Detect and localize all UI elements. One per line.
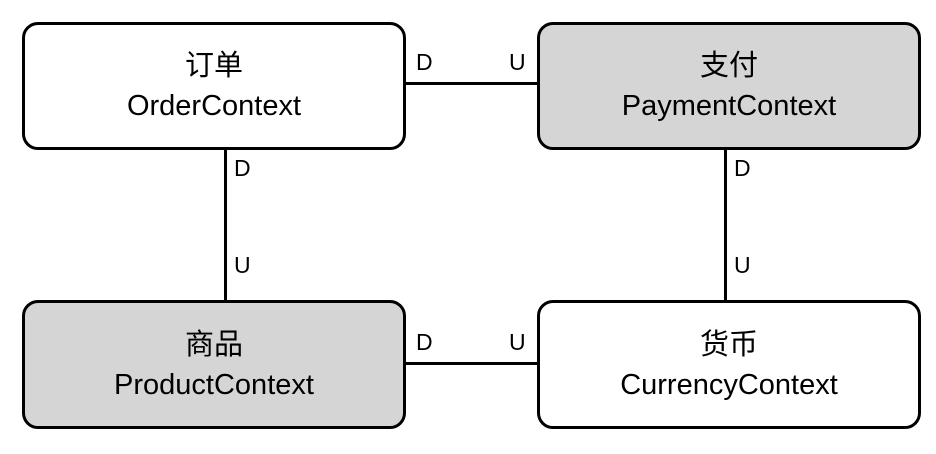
- node-currency-context: 货币 CurrencyContext: [537, 300, 921, 429]
- edge-order-product-label-downstream: D: [234, 155, 251, 181]
- edge-order-payment-line: [406, 82, 537, 85]
- node-product-title-zh: 商品: [184, 328, 243, 361]
- edge-order-payment-label-upstream: U: [509, 49, 526, 75]
- edge-order-payment-label-downstream: D: [416, 49, 433, 75]
- node-payment-title-zh: 支付: [699, 50, 758, 82]
- edge-product-currency-label-downstream: D: [416, 329, 433, 355]
- edge-order-product-label-upstream: U: [234, 252, 251, 278]
- node-payment-context: 支付 PaymentContext: [537, 22, 921, 150]
- edge-payment-currency-line: [724, 150, 727, 300]
- edge-order-product-line: [224, 150, 227, 300]
- node-currency-title-en: CurrencyContext: [620, 368, 838, 401]
- node-order-title-zh: 订单: [184, 50, 243, 82]
- edge-product-currency-label-upstream: U: [509, 329, 526, 355]
- edge-payment-currency-label-upstream: U: [734, 252, 751, 278]
- node-currency-title-zh: 货币: [699, 328, 758, 361]
- edge-payment-currency-label-downstream: D: [734, 155, 751, 181]
- node-payment-title-en: PaymentContext: [621, 90, 837, 122]
- node-product-context: 商品 ProductContext: [22, 300, 406, 429]
- node-product-title-en: ProductContext: [114, 368, 314, 401]
- node-order-context: 订单 OrderContext: [22, 22, 406, 150]
- node-order-title-en: OrderContext: [126, 90, 302, 122]
- edge-product-currency-line: [406, 362, 537, 365]
